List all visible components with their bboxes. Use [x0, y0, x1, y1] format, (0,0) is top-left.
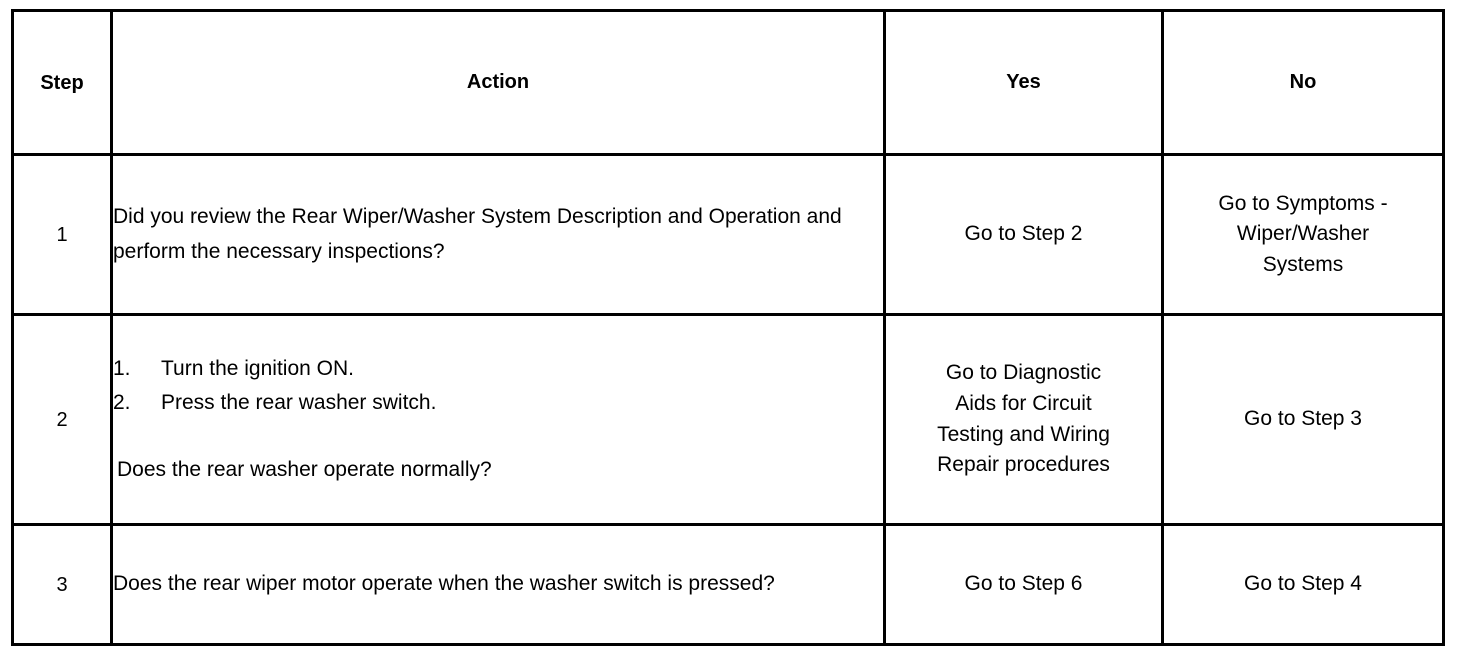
yes-answer-text: Go to Step 6	[964, 572, 1083, 596]
column-header-no: No	[1161, 9, 1445, 156]
action-question: Does the rear washer operate normally?	[117, 457, 492, 481]
blank-line-spacer	[113, 421, 883, 453]
no-answer-cell: Go to Symptoms - Wiper/Washer Systems	[1161, 153, 1445, 316]
list-item-label: Press the rear washer switch.	[161, 391, 437, 415]
list-item-label: Turn the ignition ON.	[161, 357, 354, 381]
table-header-row: Step Action Yes No	[11, 9, 1445, 156]
action-numbered-list: 1. Turn the ignition ON. 2. Press the re…	[113, 352, 883, 420]
yes-answer-cell: Go to Step 6	[883, 523, 1164, 646]
action-paragraph: Does the rear wiper motor operate when t…	[113, 572, 775, 596]
column-header-action: Action	[110, 9, 886, 156]
yes-answer-text: Go to Step 2	[964, 222, 1083, 246]
table-row: 2 1. Turn the ignition ON. 2. Press the …	[11, 313, 1445, 526]
yes-answer-line: Aids for Circuit	[955, 391, 1092, 415]
table-row: 1 Did you review the Rear Wiper/Washer S…	[11, 153, 1445, 316]
action-cell: 1. Turn the ignition ON. 2. Press the re…	[110, 313, 886, 526]
table-row: 3 Does the rear wiper motor operate when…	[11, 523, 1445, 646]
list-item: 2. Press the rear washer switch.	[113, 386, 883, 420]
action-paragraph: Did you review the Rear Wiper/Washer Sys…	[113, 205, 842, 263]
diagnostic-procedure-table: Step Action Yes No 1 Did you review the …	[11, 9, 1445, 646]
no-answer-line: Wiper/Washer	[1236, 222, 1370, 246]
list-item-number: 1.	[113, 357, 131, 381]
action-cell: Did you review the Rear Wiper/Washer Sys…	[110, 153, 886, 316]
no-answer-line: Systems	[1262, 252, 1344, 276]
no-answer-cell: Go to Step 3	[1161, 313, 1445, 526]
no-answer-cell: Go to Step 4	[1161, 523, 1445, 646]
yes-answer-line: Testing and Wiring	[937, 422, 1110, 446]
no-answer-text: Go to Step 4	[1244, 572, 1362, 596]
action-cell: Does the rear wiper motor operate when t…	[110, 523, 886, 646]
yes-answer-cell: Go to Step 2	[883, 153, 1164, 316]
column-header-step: Step	[11, 9, 113, 156]
yes-answer-line: Go to Diagnostic	[945, 361, 1102, 385]
column-header-yes: Yes	[883, 9, 1164, 156]
yes-answer-cell: Go to Diagnostic Aids for Circuit Testin…	[883, 313, 1164, 526]
yes-answer-line: Repair procedures	[937, 453, 1110, 477]
step-number-cell: 2	[11, 313, 113, 526]
no-answer-line: Go to Symptoms -	[1218, 191, 1388, 215]
list-item-number: 2.	[113, 391, 131, 415]
no-answer-text: Go to Step 3	[1244, 407, 1362, 431]
list-item: 1. Turn the ignition ON.	[113, 352, 883, 386]
step-number-cell: 3	[11, 523, 113, 646]
step-number-cell: 1	[11, 153, 113, 316]
